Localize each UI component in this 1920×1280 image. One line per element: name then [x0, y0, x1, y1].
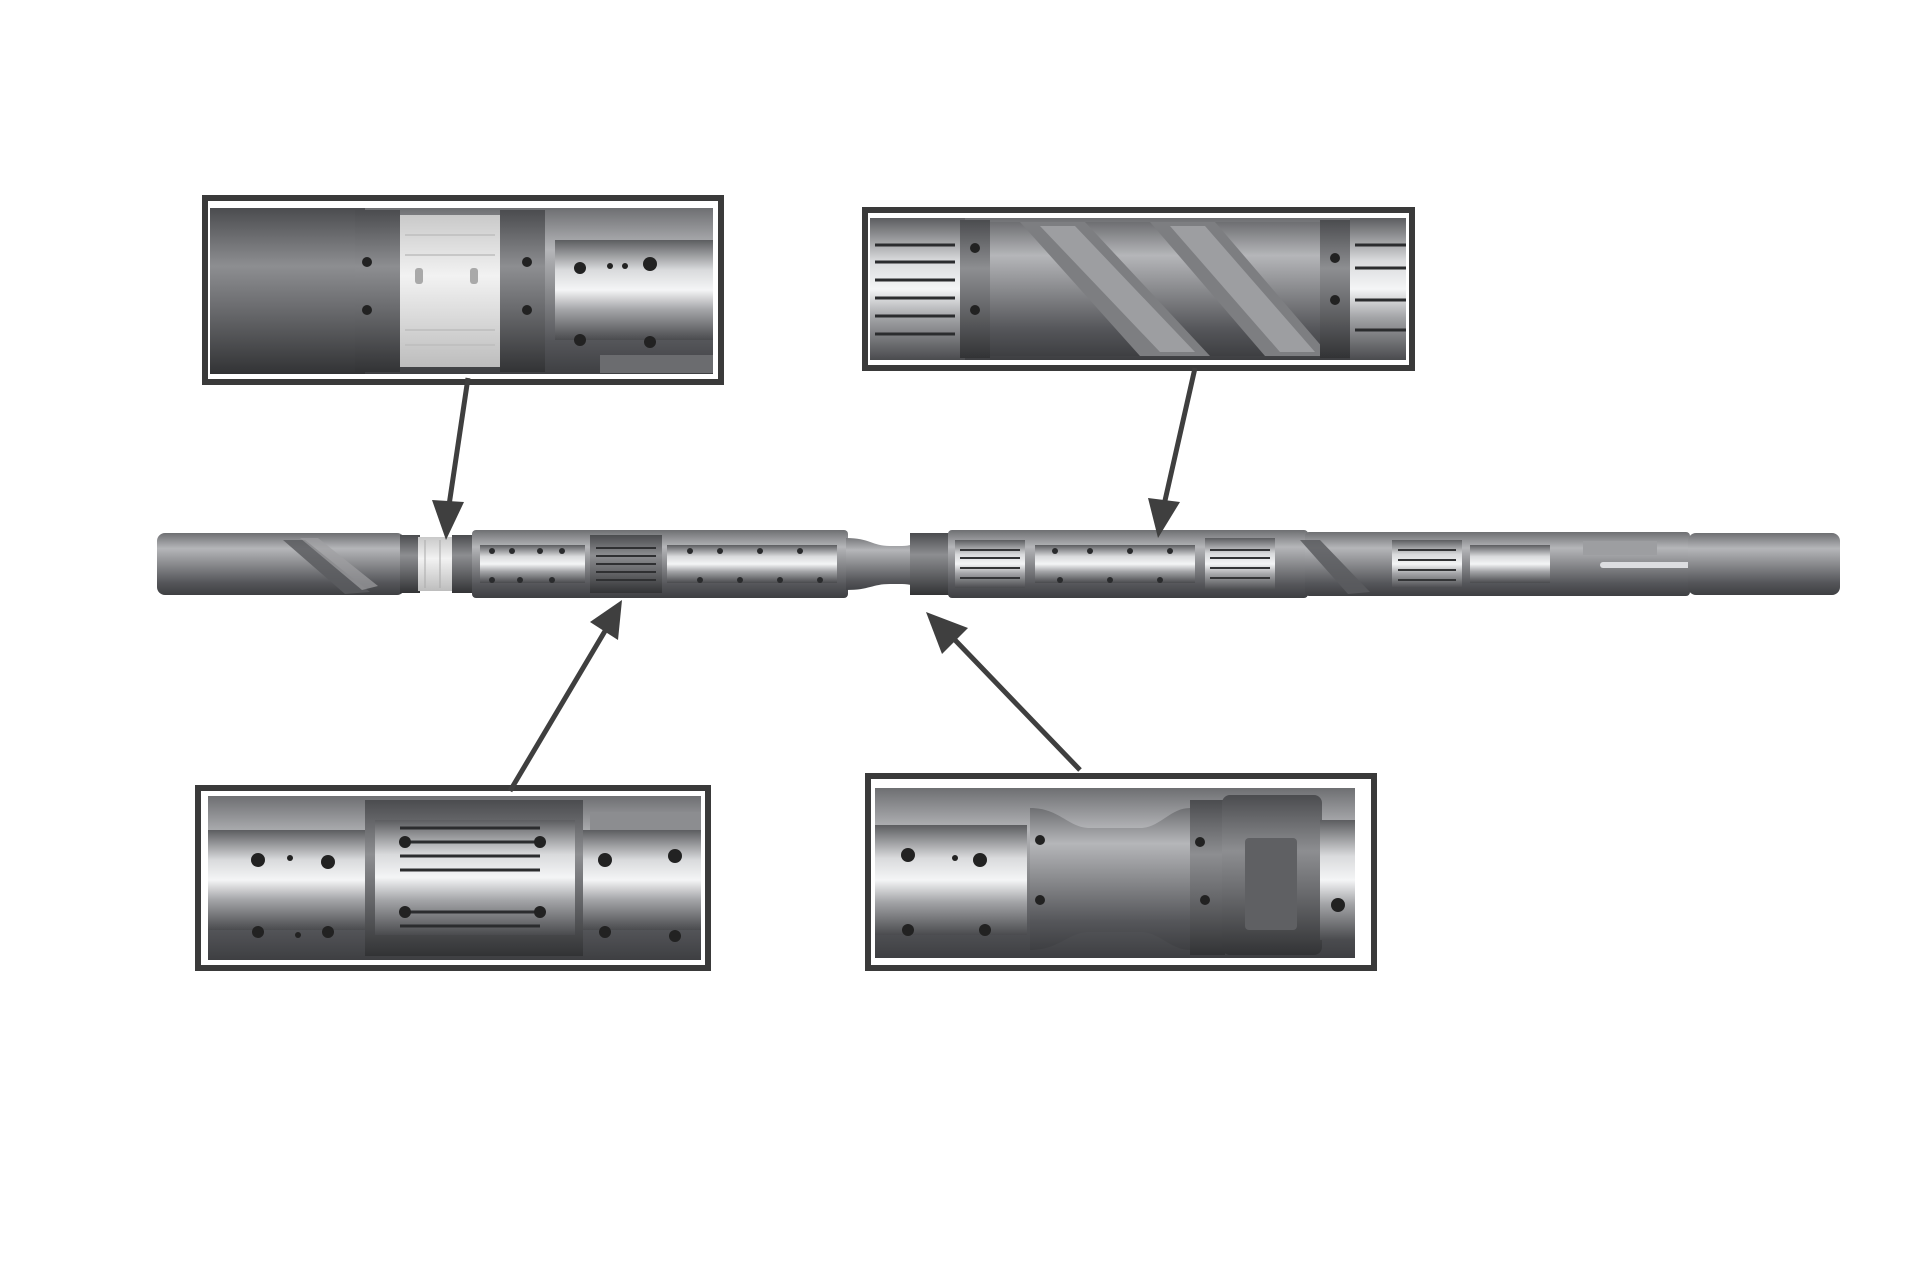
- callout-spiral-blade-stabilizer: [862, 207, 1415, 371]
- spiral-blade-icon: [283, 538, 378, 594]
- neck-pad-icon: [1030, 808, 1190, 950]
- arrow-to-spiral: [1148, 367, 1198, 538]
- coupling-ring-icon: [418, 537, 452, 591]
- coupling-ring-icon: [400, 215, 500, 367]
- callout-slotted-centralizer: [195, 785, 711, 971]
- spiral-blade-icon: [1020, 222, 1330, 356]
- callout-neck-and-pad: [865, 773, 1377, 971]
- arrow-to-coupling: [432, 377, 471, 540]
- callout-coupling-ring: [202, 195, 724, 385]
- tool-string: [157, 530, 1840, 598]
- arrow-to-centralizer: [507, 600, 622, 793]
- arrow-to-neck: [926, 612, 1082, 772]
